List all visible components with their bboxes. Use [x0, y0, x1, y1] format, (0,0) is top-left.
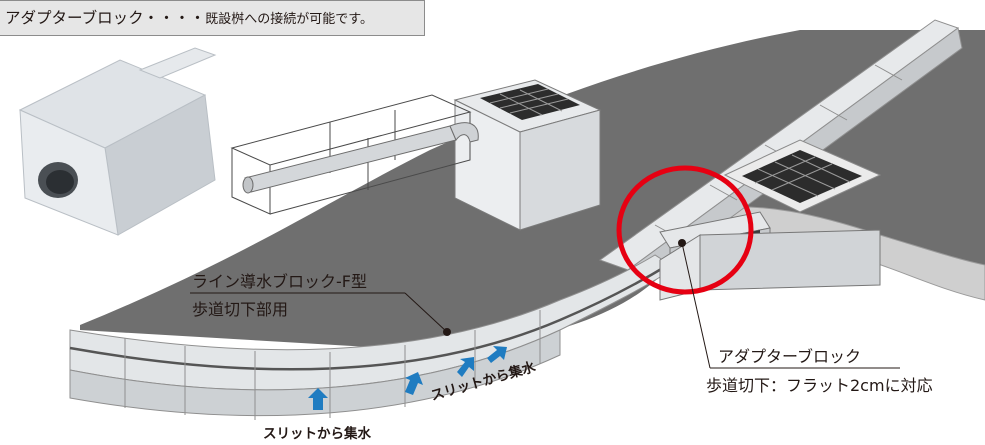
line-drain-block-curve [69, 254, 676, 420]
leader-line-block-diag [404, 292, 448, 333]
drain-pipe [242, 122, 479, 194]
flow-arrow-2 [405, 372, 423, 395]
caption-note: 既設桝への接続が可能です。 [205, 12, 373, 27]
caption-main: アダプターブロック・・・・ [5, 9, 206, 27]
catch-basin-right [659, 139, 882, 301]
leader-line-adapter [681, 242, 711, 369]
label-adapter-note: 歩道切下：フラット2cmに対応 [706, 376, 933, 395]
flow-arrows [308, 346, 507, 410]
catch-basin-left [453, 79, 602, 231]
flow-arrow-3 [457, 357, 474, 377]
flow-arrow-1 [308, 388, 328, 410]
flow-arrow-4 [487, 346, 507, 363]
caption-box: アダプターブロック・・・・既設桝への接続が可能です。 [0, 0, 425, 36]
leader-lines [190, 242, 900, 369]
label-slit-bottom: スリットから集水 [263, 426, 371, 442]
leader-dot-adapter [678, 239, 686, 247]
highlight-circle [616, 165, 754, 295]
label-adapter-name: アダプターブロック [718, 347, 862, 366]
label-line-block-name: ライン導水ブロック-F型 [192, 272, 367, 291]
label-line-block-use: 歩道切下部用 [192, 300, 289, 319]
leader-dot-block [443, 328, 451, 336]
adapter-block-photo [18, 47, 217, 236]
